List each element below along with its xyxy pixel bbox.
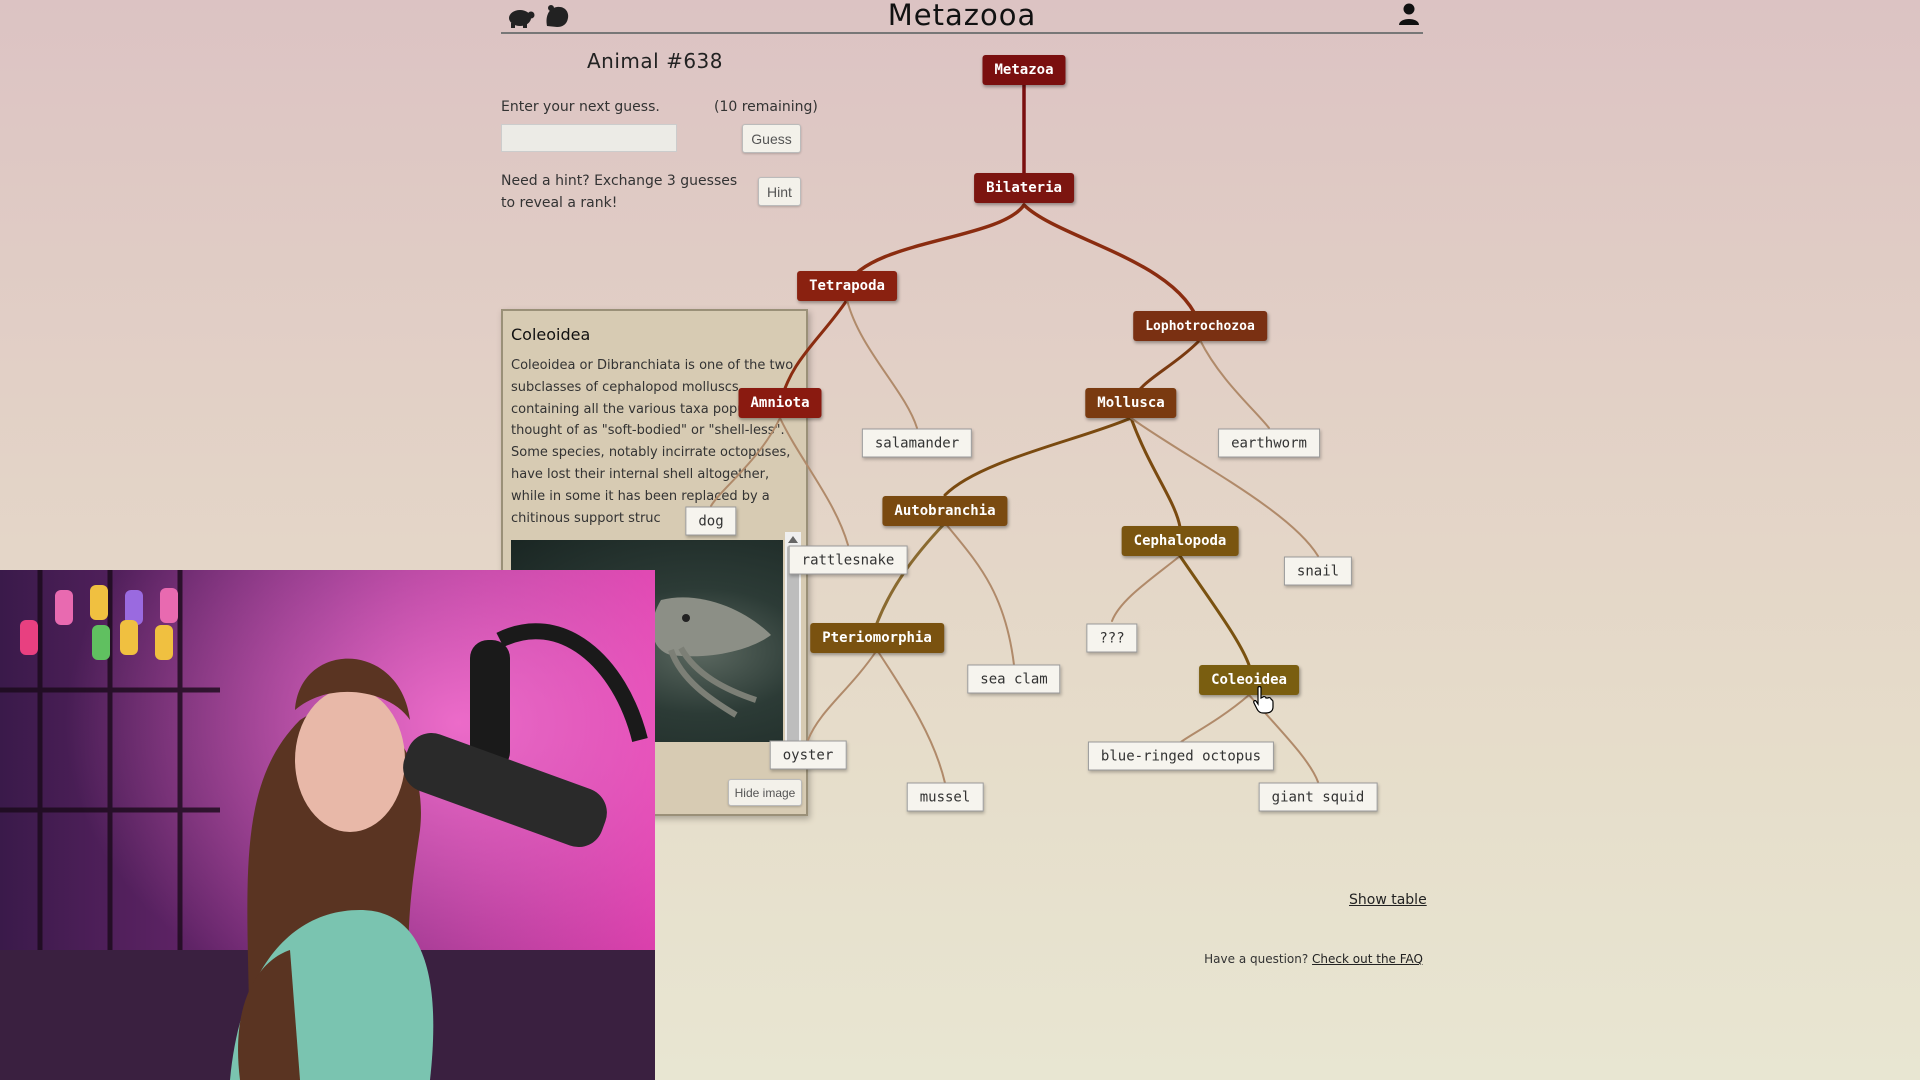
- leaf-node-blue-ringed-octopus[interactable]: blue-ringed octopus: [1087, 741, 1275, 771]
- show-table-link[interactable]: Show table: [1349, 892, 1427, 908]
- faq-text: Have a question? Check out the FAQ: [1204, 952, 1423, 966]
- animal-icon[interactable]: [543, 4, 571, 28]
- clade-node-bilateria[interactable]: Bilateria: [974, 173, 1074, 203]
- image-scrollbar[interactable]: [785, 532, 801, 752]
- clade-node-cephalopoda[interactable]: Cephalopoda: [1121, 526, 1239, 556]
- guess-input[interactable]: [501, 124, 677, 152]
- clade-node-pteriomorphia[interactable]: Pteriomorphia: [810, 623, 944, 653]
- logo-icons: [505, 4, 571, 28]
- branch: [1022, 203, 1202, 328]
- leaf-node-snail[interactable]: snail: [1283, 556, 1353, 586]
- branch: [1130, 417, 1319, 557]
- user-icon[interactable]: [1397, 2, 1421, 26]
- site-title: Metazooa: [887, 0, 1037, 32]
- hint-text: Need a hint? Exchange 3 guesses to revea…: [501, 173, 738, 211]
- webcam-feed-image: [0, 570, 655, 1080]
- clade-node-lophotrochozoa[interactable]: Lophotrochozoa: [1133, 311, 1267, 341]
- leaf-node-dog[interactable]: dog: [685, 506, 737, 536]
- clade-node-amniota[interactable]: Amniota: [738, 388, 822, 418]
- leaf-node-giant-squid[interactable]: giant squid: [1258, 782, 1378, 812]
- faq-prefix: Have a question?: [1204, 952, 1309, 966]
- guesses-remaining: (10 remaining): [714, 99, 818, 115]
- branch: [1111, 555, 1181, 622]
- branch: [845, 203, 1026, 287]
- leaf-node-salamander[interactable]: salamander: [861, 428, 973, 458]
- hide-image-button[interactable]: Hide image: [728, 779, 802, 806]
- branch: [710, 417, 781, 507]
- clade-node-coleoidea[interactable]: Coleoidea: [1199, 665, 1299, 695]
- branch: [944, 522, 1015, 666]
- info-panel-title: Coleoidea: [511, 325, 591, 344]
- branch: [875, 521, 947, 625]
- clade-node-mollusca[interactable]: Mollusca: [1085, 388, 1177, 418]
- clade-node-tetrapoda[interactable]: Tetrapoda: [797, 271, 897, 301]
- info-panel-description: Coleoidea or Dibranchiata is one of the …: [511, 358, 794, 526]
- branch: [876, 649, 946, 784]
- branch: [846, 299, 918, 429]
- turtle-icon[interactable]: [505, 4, 535, 28]
- leaf-node-sea-clam[interactable]: sea clam: [967, 664, 1061, 694]
- branch: [943, 416, 1133, 497]
- site-header: Metazooa: [501, 0, 1423, 34]
- leaf-node-unknown[interactable]: ???: [1086, 623, 1138, 653]
- leaf-node-earthworm[interactable]: earthworm: [1218, 428, 1320, 458]
- guess-prompt: Enter your next guess.: [501, 99, 660, 115]
- leaf-node-oyster[interactable]: oyster: [769, 740, 847, 770]
- leaf-node-rattlesnake[interactable]: rattlesnake: [788, 545, 908, 575]
- hand-cursor-icon: [1253, 686, 1274, 714]
- branch: [807, 649, 878, 741]
- hint-button[interactable]: Hint: [758, 177, 801, 206]
- branch: [1180, 694, 1250, 743]
- branch: [1129, 416, 1182, 529]
- branch: [779, 417, 849, 546]
- animal-number-title: Animal #638: [587, 49, 723, 73]
- scroll-up-arrow-icon[interactable]: [788, 536, 798, 543]
- squid-illustration: [652, 597, 771, 718]
- clade-node-autobranchia[interactable]: Autobranchia: [882, 496, 1008, 526]
- leaf-node-mussel[interactable]: mussel: [906, 782, 984, 812]
- branch: [1199, 339, 1270, 429]
- scrollbar-thumb[interactable]: [787, 546, 799, 746]
- clade-node-metazoa[interactable]: Metazoa: [982, 55, 1066, 85]
- webcam-overlay: [0, 570, 655, 1080]
- guess-button[interactable]: Guess: [742, 124, 801, 153]
- branch: [1178, 554, 1251, 667]
- faq-link[interactable]: Check out the FAQ: [1312, 952, 1423, 966]
